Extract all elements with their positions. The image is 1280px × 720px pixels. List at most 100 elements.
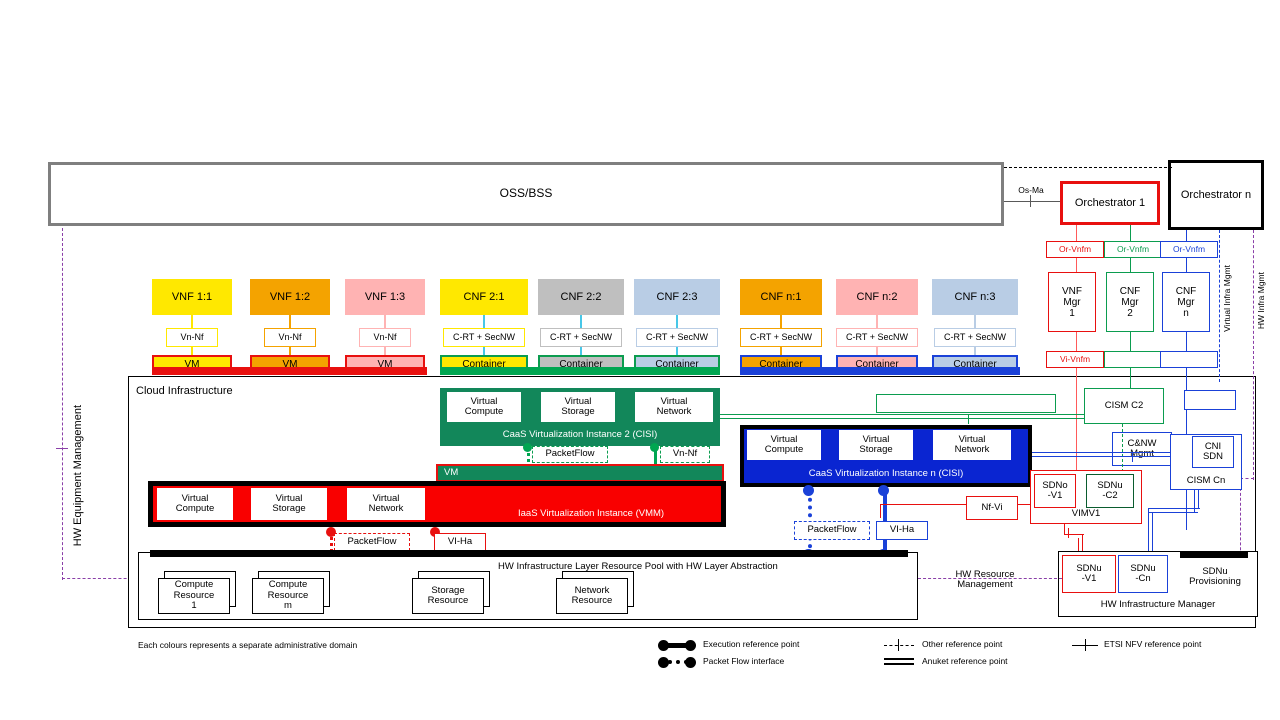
legend-anuket-line-a — [884, 658, 914, 660]
vm-exec-bar-red — [152, 367, 427, 375]
execution-box-label: Container — [462, 359, 506, 370]
legend-anuket-label: Anuket reference point — [922, 656, 1008, 666]
function-box-label: CNF 2:3 — [656, 290, 698, 303]
hw-infra-manager-label: HW Infrastructure Manager — [1100, 598, 1216, 610]
cismcn-to-sdnucn-line-e — [1148, 508, 1149, 556]
anuket-blue-tick — [1132, 452, 1133, 462]
vm-bar-label: VM — [444, 467, 459, 478]
vi-vnfm-box-3[interactable] — [1160, 351, 1218, 368]
function-box-label: CNF n:3 — [954, 290, 996, 303]
hw-pool-abstraction-bar — [150, 550, 908, 557]
nf-vi-box[interactable]: Nf-Vi — [966, 496, 1018, 520]
sdno-v1-box[interactable]: SDNo-V1 — [1034, 474, 1076, 508]
cism-c2-to-sdnu-dashed — [1122, 424, 1123, 472]
sdnu-cn-box[interactable]: SDNu-Cn — [1118, 555, 1168, 593]
container-nw-management-box[interactable] — [876, 394, 1056, 413]
sdnu-v1-box[interactable]: SDNu-V1 — [1062, 555, 1116, 593]
hw-equipment-mgmt-label: HW Equipment Management — [72, 405, 84, 547]
iaas-packetflow-connector — [330, 530, 333, 558]
function-interface-5: C-RT + SecNW — [540, 328, 622, 347]
caas-n-title: CaaS Virtualization Instance n (CISI) — [808, 467, 964, 479]
cismcn-to-sdnucn-line-d — [1148, 512, 1198, 513]
vi-vnfm-box-1[interactable]: Vi-Vnfm — [1046, 351, 1104, 368]
orchn-to-cnfmgrn-line — [1186, 230, 1187, 530]
legend-exec-dot-left — [658, 640, 669, 651]
iaas-viha-dot-top — [430, 527, 440, 537]
caasn-viha-label: VI-Ha — [876, 521, 928, 540]
container-exec-bar-green — [440, 367, 720, 375]
iaas-box[interactable] — [148, 481, 726, 527]
function-box-3[interactable]: VNF 1:3 — [345, 279, 425, 315]
execution-box-label: Container — [559, 359, 603, 370]
cismcn-to-sdnucn-line-b — [1198, 490, 1199, 508]
orchestrator-1-box[interactable]: Orchestrator 1 — [1060, 181, 1160, 225]
hw-infra-mgmt-line — [1253, 230, 1254, 480]
function-box-1[interactable]: VNF 1:1 — [152, 279, 232, 315]
function-interface-3: Vn-Nf — [359, 328, 411, 347]
top-dashed-line — [1004, 167, 1172, 168]
cismcn-to-sdnucn-line-c — [1148, 508, 1200, 509]
caasn-packetflow-label: PacketFlow — [794, 521, 870, 540]
or-vnfm-box-2[interactable]: Or-Vnfm — [1104, 241, 1162, 258]
container-nw-mgmt-line-b — [720, 418, 1164, 419]
function-interface-2: Vn-Nf — [264, 328, 316, 347]
sdnu-c2-box[interactable]: SDNu-C2 — [1086, 474, 1134, 508]
hw-equipment-mgmt-line — [62, 228, 63, 580]
cismcn-to-sdnucn-line-a — [1194, 490, 1195, 512]
hw-resource-mgmt-line1: HW Resource — [955, 568, 1015, 580]
execution-box-label: VM — [377, 359, 393, 370]
caas2-packetflow-dot-top — [523, 443, 532, 452]
vimv1-label: VIMV1 — [1071, 507, 1101, 519]
function-box-4[interactable]: CNF 2:1 — [440, 279, 528, 315]
function-box-7[interactable]: CNF n:1 — [740, 279, 822, 315]
function-box-6[interactable]: CNF 2:3 — [634, 279, 720, 315]
cism-c2-box[interactable]: CISM C2 — [1084, 388, 1164, 424]
os-ma-label: Os-Ma — [1018, 184, 1044, 195]
function-interface-4: C-RT + SecNW — [443, 328, 525, 347]
legend-other-dashed — [884, 645, 914, 646]
function-box-8[interactable]: CNF n:2 — [836, 279, 918, 315]
hw-resource-mgmt-line — [918, 578, 1062, 579]
vimv1-to-sdnuv1-line-c — [1068, 528, 1069, 538]
or-vnfm-box-1[interactable]: Or-Vnfm — [1046, 241, 1104, 258]
vi-vnfm-box-2[interactable] — [1104, 351, 1162, 368]
function-box-9[interactable]: CNF n:3 — [932, 279, 1018, 315]
caas-2-title: CaaS Virtualization Instance 2 (CISI) — [502, 428, 658, 440]
vm-bar-box[interactable] — [436, 464, 724, 482]
legend-note: Each colours represents a separate admin… — [138, 640, 358, 650]
cnf-mgr-n-sub-box[interactable] — [1184, 390, 1236, 410]
function-box-label: CNF 2:2 — [560, 290, 602, 303]
legend-other-label: Other reference point — [922, 639, 1003, 649]
function-box-2[interactable]: VNF 1:2 — [250, 279, 330, 315]
oss-bss-label: OSS/BSS — [499, 186, 553, 201]
legend-exec-label: Execution reference point — [703, 639, 800, 649]
caasn-viha-dot-top — [878, 485, 889, 496]
cismcn-to-sdnucn-line-f — [1152, 512, 1153, 556]
oss-bss-box[interactable]: OSS/BSS — [48, 162, 1004, 226]
virtual-infra-mgmt-label: Virtual Infra Mgmt — [1222, 265, 1232, 332]
orchestrator-n-box[interactable]: Orchestrator n — [1168, 160, 1264, 230]
function-box-5[interactable]: CNF 2:2 — [538, 279, 624, 315]
execution-box-label: VM — [282, 359, 298, 370]
or-vnfm-box-3[interactable]: Or-Vnfm — [1160, 241, 1218, 258]
function-interface-1: Vn-Nf — [166, 328, 218, 347]
iaas-packetflow-label: PacketFlow — [334, 533, 410, 551]
anuket-blue-line-b — [1032, 456, 1172, 457]
